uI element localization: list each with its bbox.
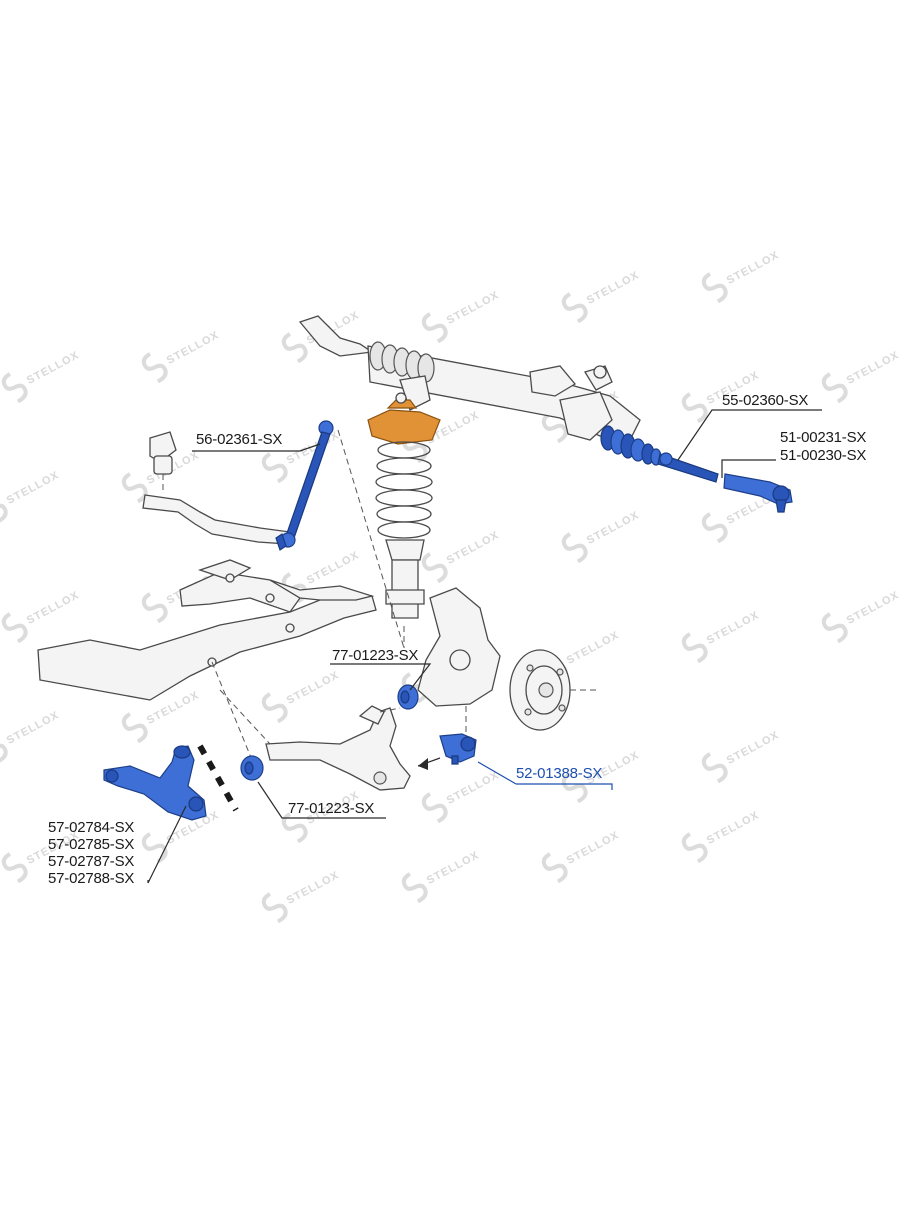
svg-text:STELLOX: STELLOX <box>5 469 62 507</box>
watermark-logo: STELLOX <box>541 829 622 884</box>
svg-text:STELLOX: STELLOX <box>285 669 342 707</box>
label-bushing-lower: 77-01223-SX <box>288 800 374 817</box>
watermark-layer: STELLOX STELLOX STELLOX STELLOX STELLOX STELL… <box>0 249 900 924</box>
watermark-logo: STELLOX <box>421 529 502 584</box>
watermark-logo: STELLOX <box>261 869 342 924</box>
svg-text:STELLOX: STELLOX <box>165 329 222 367</box>
svg-text:STELLOX: STELLOX <box>285 869 342 907</box>
label-stabilizer-link: 56-02361-SX <box>196 431 282 448</box>
watermark-logo: STELLOX <box>421 289 502 344</box>
stabilizer-link-part <box>275 420 334 551</box>
svg-text:STELLOX: STELLOX <box>445 529 502 567</box>
watermark-logo: STELLOX <box>261 669 342 724</box>
watermark-logo: STELLOX <box>821 589 900 644</box>
svg-text:STELLOX: STELLOX <box>725 729 782 767</box>
watermark-logo: STELLOX <box>561 269 642 324</box>
ball-joint-part <box>417 706 477 770</box>
svg-text:STELLOX: STELLOX <box>25 589 82 627</box>
svg-text:STELLOX: STELLOX <box>445 289 502 327</box>
watermark-logo: STELLOX <box>141 329 222 384</box>
watermark-logo: STELLOX <box>701 249 782 304</box>
svg-text:STELLOX: STELLOX <box>445 769 502 807</box>
leader-lines <box>147 409 822 884</box>
watermark-logo: STELLOX <box>681 609 762 664</box>
watermark-logo: STELLOX <box>1 349 82 404</box>
watermark-logo: STELLOX <box>561 509 642 564</box>
svg-text:STELLOX: STELLOX <box>585 269 642 307</box>
watermark-logo: STELLOX <box>0 709 62 764</box>
svg-text:STELLOX: STELLOX <box>705 609 762 647</box>
watermark-logo: STELLOX <box>401 849 482 904</box>
steering-rack <box>298 315 641 441</box>
tie-rod-end-part <box>723 473 793 513</box>
svg-text:STELLOX: STELLOX <box>565 829 622 867</box>
stabilizer-bar <box>142 431 291 545</box>
svg-text:STELLOX: STELLOX <box>845 589 900 627</box>
svg-text:STELLOX: STELLOX <box>585 509 642 547</box>
label-control-arm-4: 57-02788-SX <box>48 870 134 887</box>
label-rack-boot: 55-02360-SX <box>722 392 808 409</box>
watermark-logo: STELLOX <box>1 589 82 644</box>
svg-text:STELLOX: STELLOX <box>305 549 362 587</box>
inner-tie-rod-part <box>657 452 719 483</box>
label-tie-rod-end-2: 51-00230-SX <box>780 447 866 464</box>
label-bushing-upper: 77-01223-SX <box>332 647 418 664</box>
label-tie-rod-end-1: 51-00231-SX <box>780 429 866 446</box>
svg-text:STELLOX: STELLOX <box>425 849 482 887</box>
control-arm-part <box>103 745 207 821</box>
svg-text:STELLOX: STELLOX <box>25 349 82 387</box>
watermark-logo: STELLOX <box>701 729 782 784</box>
label-control-arm-3: 57-02787-SX <box>48 853 134 870</box>
svg-text:STELLOX: STELLOX <box>845 349 900 387</box>
upper-bushing-part <box>397 684 419 710</box>
lower-control-arm-outline <box>211 661 411 791</box>
svg-text:STELLOX: STELLOX <box>705 809 762 847</box>
part-labels: 55-02360-SX 51-00231-SX 51-00230-SX 56-0… <box>48 392 867 887</box>
label-ball-joint: 52-01388-SX <box>516 765 602 782</box>
label-control-arm-2: 57-02785-SX <box>48 836 134 853</box>
break-marks <box>197 744 239 812</box>
svg-text:STELLOX: STELLOX <box>725 249 782 287</box>
watermark-logo: STELLOX <box>0 469 62 524</box>
label-control-arm-1: 57-02784-SX <box>48 819 134 836</box>
steering-knuckle <box>417 587 501 707</box>
rack-boot-part <box>600 425 662 466</box>
strut-assembly <box>337 392 441 649</box>
watermark-logo: STELLOX <box>681 809 762 864</box>
wheel-hub <box>509 649 600 731</box>
watermark-logo: STELLOX <box>821 349 900 404</box>
svg-text:STELLOX: STELLOX <box>565 629 622 667</box>
svg-text:STELLOX: STELLOX <box>5 709 62 747</box>
subframe <box>37 559 377 701</box>
lower-bushing-part <box>240 755 264 781</box>
